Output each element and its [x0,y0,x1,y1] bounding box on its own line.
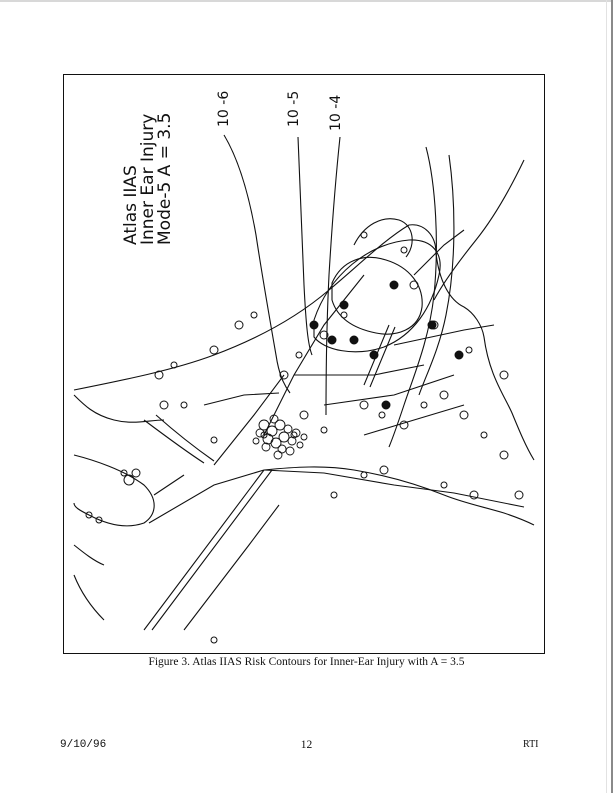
figure-map-frame: Atlas IIAS Inner Ear Injury Mode-5 A = 3… [63,74,545,654]
footer-date: 9/10/96 [60,739,107,751]
road-branch-6 [393,324,495,346]
coastline [73,224,535,461]
figure-title-block: Atlas IIAS Inner Ear Injury Mode-5 A = 3… [121,113,175,245]
footer-page-number: 12 [300,739,313,751]
road-branch-5 [203,392,280,406]
page-binding-shadow [606,0,607,793]
contour-mid-loop [313,239,441,353]
bay-shoreline [73,544,105,621]
contour-label-1e-6: 10 -6 [216,91,232,127]
figure-title-line-2: Inner Ear Injury [138,114,158,245]
river-channel-1 [143,414,215,464]
road-coastal [263,469,525,508]
road-west-1 [148,469,265,524]
facility-markers-filled [309,280,464,410]
svg-text:10 -5: 10 -5 [286,91,302,127]
contour-1e-5 [297,136,313,356]
risk-contour-map: Atlas IIAS Inner Ear Injury Mode-5 A = 3… [73,91,535,644]
facility-markers-open [85,231,524,644]
figure-title-line-1: Atlas IIAS [121,165,141,245]
inlet-shoreline [73,454,155,527]
road-west-causeway [153,474,185,496]
road-branch-2 [294,364,425,376]
road-north [263,274,365,436]
contour-outer-east [388,146,437,448]
contour-outer-far [418,154,455,396]
road-main-diagonal [143,469,273,631]
road-south-spur [183,504,280,631]
page-top-edge [0,0,613,2]
svg-text:10 -4: 10 -4 [328,95,344,131]
footer-organization: RTI [523,739,539,750]
svg-text:10 -6: 10 -6 [216,91,232,127]
road-branch-7 [413,229,465,276]
contour-1e-6 [223,134,291,394]
contour-label-1e-5: 10 -5 [286,91,302,127]
page-binding-edge [611,0,613,793]
contour-north-spur [433,159,525,301]
road-branch-3 [323,374,455,406]
figure-caption: Figure 3. Atlas IIAS Risk Contours for I… [148,656,465,668]
figure-title-line-3: Mode-5 A = 3.5 [155,113,175,245]
road-branch-1 [213,374,285,466]
facility-cluster [252,414,308,460]
road-branch-4 [363,404,465,436]
contour-loop-south [353,218,413,258]
coastline-south [73,394,535,526]
contour-1e-4 [325,136,341,416]
contour-inner-loop [331,256,423,335]
contour-label-1e-4: 10 -4 [328,95,344,131]
